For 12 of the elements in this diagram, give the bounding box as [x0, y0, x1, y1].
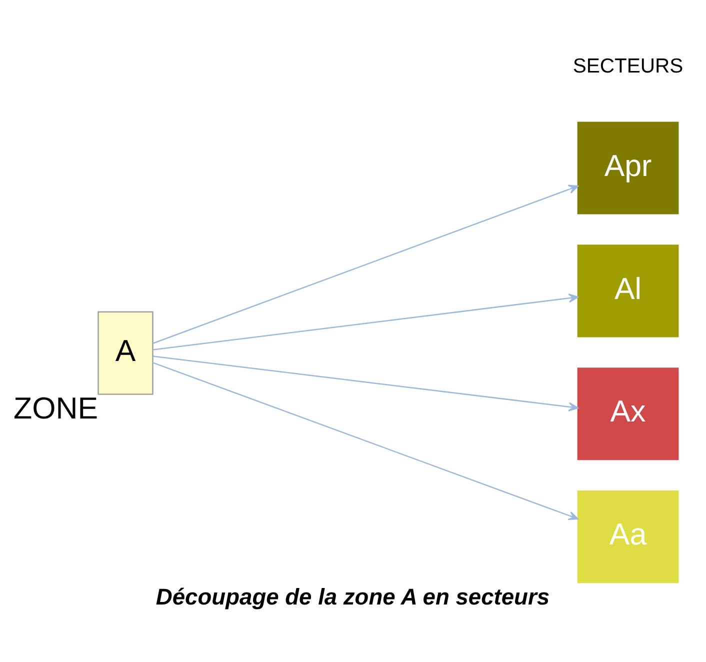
arrow [152, 293, 578, 350]
node-box: Al [577, 244, 679, 337]
node-label: ZONE [14, 391, 98, 426]
node-box: Apr [577, 121, 679, 214]
arrow [152, 184, 578, 344]
node-box: Ax [577, 367, 679, 460]
label: SECTEURS [572, 55, 684, 78]
node-box: A [98, 310, 154, 394]
caption: Découpage de la zone A en secteurs [156, 582, 550, 609]
arrow [152, 355, 578, 411]
arrow [152, 362, 578, 520]
node-box: Aa [577, 490, 679, 583]
